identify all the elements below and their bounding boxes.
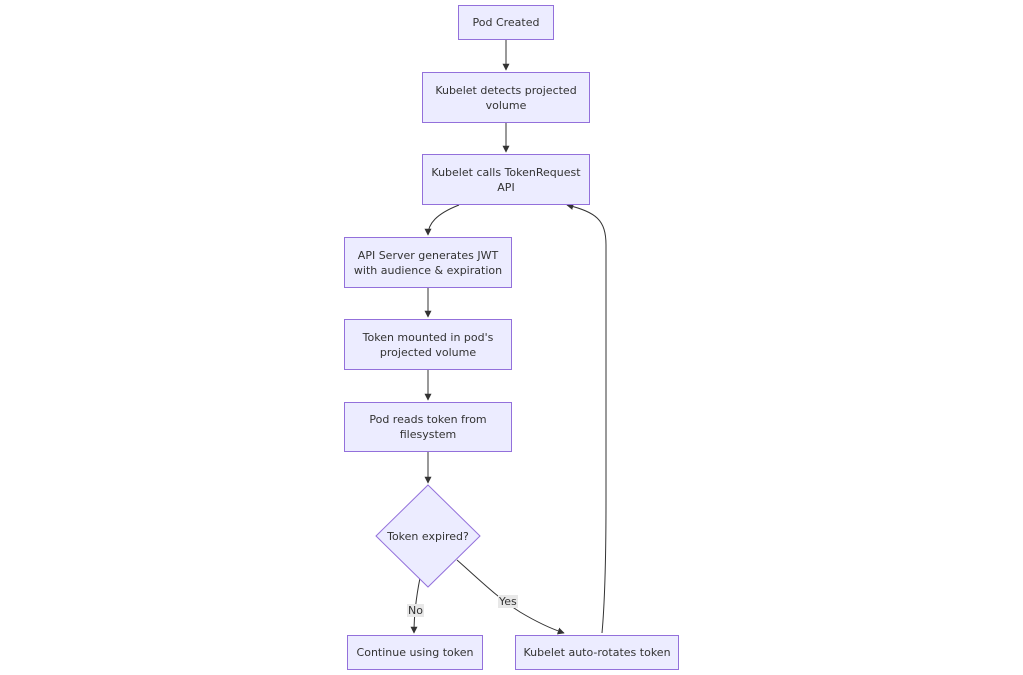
node-kubelet-detects: Kubelet detects projected volume [422, 72, 590, 123]
node-token-mounted-label: Token mounted in pod's projected volume [362, 330, 494, 359]
node-token-expired-label: Token expired? [387, 529, 469, 543]
node-pod-reads-label: Pod reads token from filesystem [369, 413, 487, 441]
node-pod-created: Pod Created [458, 5, 554, 40]
node-token-mounted: Token mounted in pod's projected volume [344, 319, 512, 370]
edge-kubelet-calls-to-api-server [424, 204, 460, 236]
node-kubelet-detects-label: Kubelet detects projected volume [435, 83, 577, 112]
node-continue-using-label: Continue using token [356, 646, 474, 659]
node-auto-rotates-label: Kubelet auto-rotates token [523, 646, 671, 659]
edge-label-no: No [407, 604, 424, 617]
edge-auto-rotates-to-kubelet-calls [566, 203, 607, 634]
edge-label-yes: Yes [498, 595, 518, 608]
node-pod-created-label: Pod Created [472, 16, 540, 29]
edge-token-expired-yes [456, 559, 565, 635]
node-auto-rotates: Kubelet auto-rotates token [515, 635, 679, 670]
token-expired-diamond [375, 484, 481, 588]
node-pod-reads: Pod reads token from filesystem [344, 402, 512, 452]
node-kubelet-calls: Kubelet calls TokenRequest API [422, 154, 590, 205]
node-api-server-label: API Server generates JWT with audience &… [353, 248, 503, 277]
node-kubelet-calls-label: Kubelet calls TokenRequest API [431, 165, 581, 194]
node-continue-using: Continue using token [347, 635, 483, 670]
node-api-server: API Server generates JWT with audience &… [344, 237, 512, 288]
